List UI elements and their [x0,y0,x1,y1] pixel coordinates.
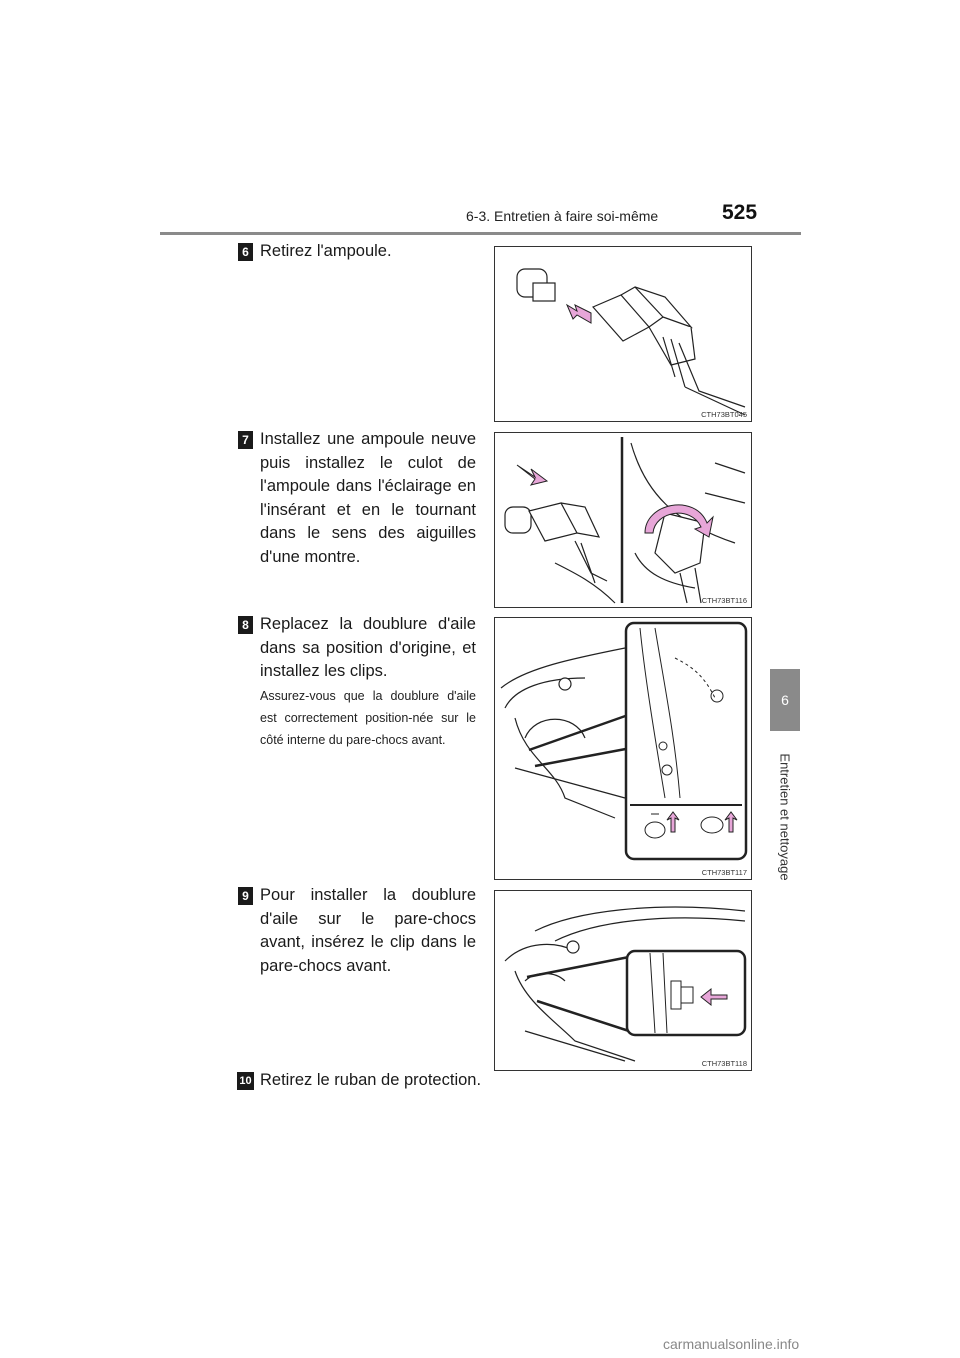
step-8-text: Replacez la doublure d'aile dans sa posi… [260,615,476,680]
wheel-liner-illustration [500,621,748,861]
bulb-removal-illustration [516,268,746,416]
bulb-install-illustration [504,437,746,604]
chapter-label: Entretien et nettoyage [772,742,798,892]
chapter-title: Entretien et nettoyage [777,753,793,881]
watermark: carmanualsonline.info [663,1336,800,1352]
clip-arrow-icon [666,811,680,833]
step-number-9: 9 [238,887,253,905]
chapter-tab: 6 [770,669,800,731]
page-number: 525 [722,201,758,224]
figure-remove-bulb: CTH73BT045 [494,246,752,422]
figure-install-bulb: CTH73BT116 [494,432,752,608]
figure-replace-liner: CTH73BT117 [494,617,752,880]
step-6-text: Retirez l'ampoule. [260,242,392,260]
figure-code: CTH73BT118 [701,1059,747,1068]
step-number-7: 7 [238,431,253,449]
step-8-note: Assurez-vous que la doublure d'aile est … [260,689,476,747]
pink-arrow-icon [565,303,592,324]
clip-insert-arrow-icon [700,987,728,1007]
step-number-10: 10 [237,1072,254,1090]
rotate-arrow-icon [644,504,714,538]
step-number-8: 8 [238,616,253,634]
step-number-6: 6 [238,243,253,261]
figure-code: CTH73BT045 [701,410,747,419]
figure-code: CTH73BT117 [701,868,747,877]
insert-arrow-icon [516,464,549,486]
step-9-text: Pour installer la doublure d'aile sur le… [260,886,476,975]
clip-arrow-icon [724,811,738,833]
figure-insert-clip: CTH73BT118 [494,890,752,1071]
section-title: 6-3. Entretien à faire soi-même [466,208,659,224]
header-rule [160,232,801,235]
figure-code: CTH73BT116 [701,596,747,605]
bumper-clip-illustration [504,906,747,1062]
step-10-text: Retirez le ruban de protection. [260,1071,482,1089]
step-7-text: Installez une ampoule neuve puis install… [260,430,476,566]
